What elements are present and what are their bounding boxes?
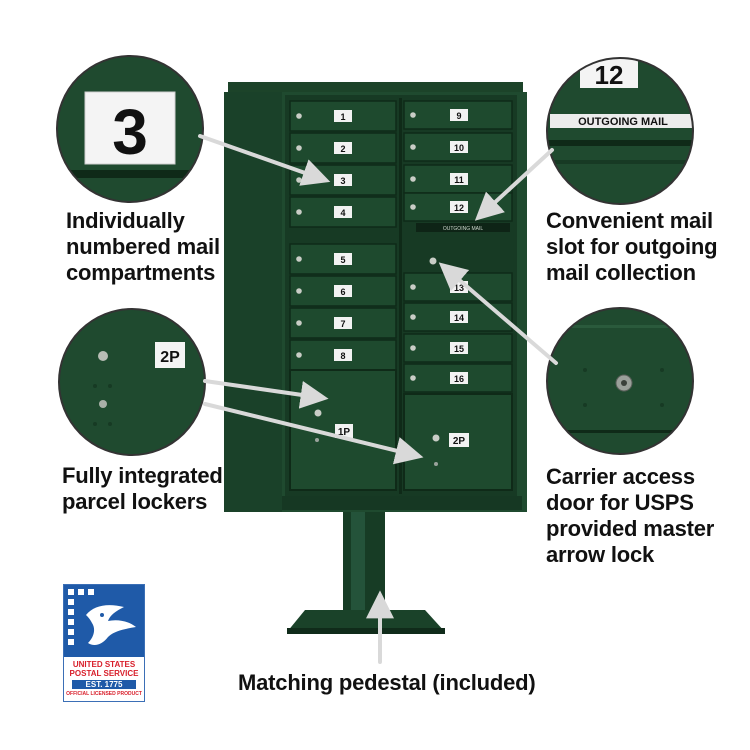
zoom-outgoing-mail-label: OUTGOING MAIL — [578, 116, 668, 128]
callout-parcel-lockers: Fully integrated parcel lockers — [62, 463, 223, 515]
compartment-door-15-lock — [410, 345, 416, 351]
compartment-door-5-lock — [296, 256, 302, 262]
outgoing-slot-label: OUTGOING MAIL — [443, 226, 484, 232]
compartment-door-5-plate — [334, 253, 352, 265]
compartment-door-12-plate — [450, 201, 468, 213]
compartment-door-14-number: 14 — [454, 313, 464, 323]
compartment-door-9-number: 9 — [456, 111, 461, 121]
parcel-locker-2p: 2P — [403, 393, 513, 491]
callout-carrier-line-1: Carrier access — [546, 464, 695, 489]
callout-compartments-line-1: Individually — [66, 208, 185, 233]
compartment-door-4-plate — [334, 206, 352, 218]
compartment-door-9 — [403, 100, 513, 130]
compartment-door-2-lock — [296, 145, 302, 151]
compartment-door-2-number: 2 — [340, 144, 345, 154]
usps-logo-line-4: OFFICIAL LICENSED PRODUCT — [66, 691, 142, 697]
compartment-door-3-number: 3 — [340, 176, 345, 186]
arrow-to-compartment-3 — [198, 134, 331, 186]
compartment-door-13-lock — [410, 284, 416, 290]
compartment-door-1-number: 1 — [340, 112, 345, 122]
callout-compartments-line-3: compartments — [66, 260, 216, 285]
arrow-to-parcel-1p — [203, 379, 329, 409]
compartment-door-10-plate — [450, 141, 468, 153]
zoom-parcel-2p: 2P — [160, 349, 180, 366]
usps-logo-line-3: EST. 1775 — [72, 680, 136, 689]
compartment-door-6-plate — [334, 285, 352, 297]
carrier-lock — [429, 257, 437, 265]
callout-outgoing-slot: Convenient mail slot for outgoing mail c… — [546, 208, 718, 286]
compartment-door-15-number: 15 — [454, 344, 464, 354]
callout-pedestal: Matching pedestal (included) — [238, 670, 536, 696]
compartment-door-5-number: 5 — [340, 255, 345, 265]
arrow-to-carrier-lock — [438, 262, 558, 365]
compartment-door-14-lock — [410, 314, 416, 320]
usps-logo-line-1: UNITED STATES — [72, 660, 136, 669]
compartment-door-6-lock — [296, 288, 302, 294]
compartment-door-8-lock — [296, 352, 302, 358]
callout-compartments: Individually numbered mail compartments — [66, 208, 220, 286]
compartment-door-6-number: 6 — [340, 287, 345, 297]
usps-eagle-icon — [64, 585, 144, 657]
compartment-door-16-lock — [410, 375, 416, 381]
arrow-to-outgoing-slot — [474, 148, 554, 221]
zoom-number-3: 3 — [112, 96, 148, 168]
compartment-door-8-plate — [334, 349, 352, 361]
compartment-door-4-number: 4 — [340, 208, 345, 218]
compartment-door-9-lock — [410, 112, 416, 118]
compartment-door-1-plate — [334, 110, 352, 122]
compartment-door-10-number: 10 — [454, 143, 464, 153]
compartment-door-2-plate — [334, 142, 352, 154]
zoom-number-12: 12 — [595, 60, 624, 90]
compartment-door-16-plate — [450, 372, 468, 384]
compartment-door-16 — [403, 363, 513, 393]
compartment-door-15-plate — [450, 342, 468, 354]
compartment-door-1-lock — [296, 113, 302, 119]
compartment-door-8-number: 8 — [340, 351, 345, 361]
callout-carrier-line-3: provided master — [546, 516, 715, 541]
zoom-outgoing-mail: 12 OUTGOING MAIL — [546, 57, 694, 205]
callout-arrows — [198, 134, 558, 664]
callout-parcel-line-2: parcel lockers — [62, 489, 208, 514]
callout-carrier-line-2: door for USPS — [546, 490, 694, 515]
callout-carrier-line-4: arrow lock — [546, 542, 655, 567]
compartment-door-7-number: 7 — [340, 319, 345, 329]
parcel-locker-2p-label: 2P — [453, 436, 466, 447]
zoom-parcel-locker: 2P — [58, 308, 206, 456]
compartment-door-7-lock — [296, 320, 302, 326]
usps-licensed-logo: UNITED STATES POSTAL SERVICE EST. 1775 O… — [63, 584, 145, 702]
zoom-carrier-lock — [546, 307, 694, 455]
compartment-door-14-plate — [450, 311, 468, 323]
callout-outgoing-line-1: Convenient mail — [546, 208, 713, 233]
compartment-door-3-lock — [296, 177, 302, 183]
compartment-door-9-plate — [450, 109, 468, 121]
parcel-locker-1p-label: 1P — [338, 427, 351, 438]
callout-parcel-line-1: Fully integrated — [62, 463, 223, 488]
compartment-door-8 — [289, 339, 397, 371]
compartment-door-11-number: 11 — [454, 175, 464, 185]
compartment-door-10-lock — [410, 144, 416, 150]
zoom-number-plate: 3 — [56, 55, 204, 203]
pedestal — [287, 508, 445, 634]
compartment-door-4-lock — [296, 209, 302, 215]
compartment-door-7-plate — [334, 317, 352, 329]
compartment-door-11-lock — [410, 176, 416, 182]
callout-carrier-door: Carrier access door for USPS provided ma… — [546, 464, 714, 568]
compartment-door-11-plate — [450, 173, 468, 185]
arrow-to-parcel-2p — [203, 402, 424, 465]
callout-pedestal-line-1: Matching pedestal (included) — [238, 670, 536, 695]
usps-logo-line-2: POSTAL SERVICE — [69, 669, 139, 678]
compartment-door-3-plate — [334, 174, 352, 186]
compartment-door-12-lock — [410, 204, 416, 210]
compartment-door-12-number: 12 — [454, 203, 464, 213]
compartment-door-16-number: 16 — [454, 374, 464, 384]
callout-outgoing-line-3: mail collection — [546, 260, 696, 285]
callout-compartments-line-2: numbered mail — [66, 234, 220, 259]
callout-outgoing-line-2: slot for outgoing — [546, 234, 718, 259]
